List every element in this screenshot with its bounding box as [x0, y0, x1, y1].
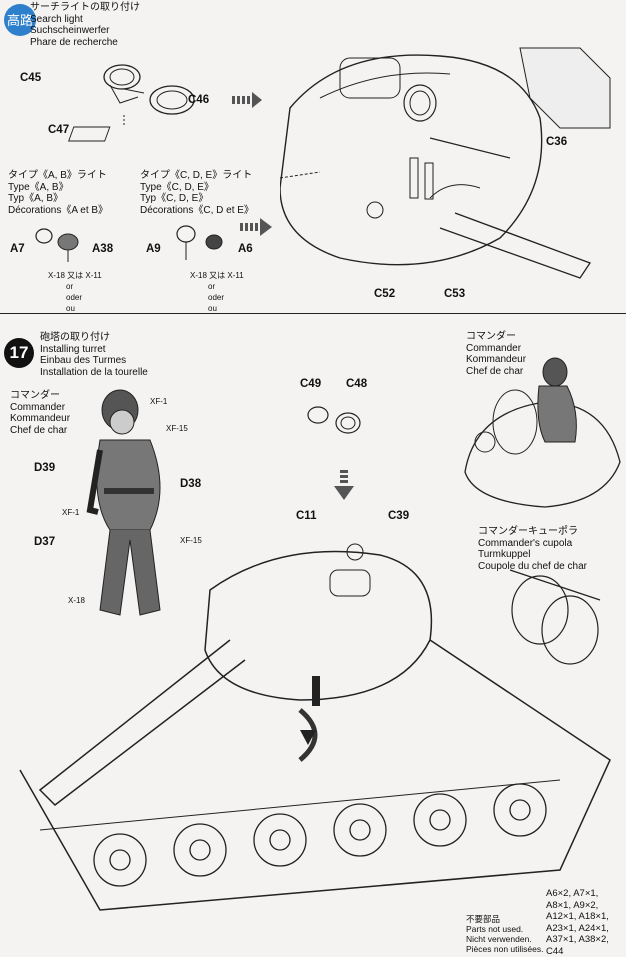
part-c47: C47 — [48, 124, 70, 136]
paint-xf1-mid: XF-1 — [62, 508, 80, 517]
step-divider — [0, 313, 626, 314]
part-c39: C39 — [388, 510, 410, 522]
turret-searchlight-drawing — [280, 47, 611, 279]
paint-cde: X-18 又は X-11 or oder ou — [190, 271, 244, 313]
dotted-arrow-icon — [232, 92, 262, 108]
step17-title: 砲塔の取り付け Installing turret Einbau des Tur… — [40, 332, 148, 378]
part-a6: A6 — [238, 243, 253, 255]
part-c53: C53 — [444, 288, 466, 300]
part-a7: A7 — [10, 243, 25, 255]
tank-assembly-drawing — [19, 543, 611, 911]
light-ab-drawing — [35, 228, 79, 262]
part-a38: A38 — [92, 243, 114, 255]
part-a9: A9 — [146, 243, 161, 255]
part-c48: C48 — [346, 378, 368, 390]
site-logo: 高路 — [0, 0, 44, 40]
type-cde-label: タイプ《C, D, E》ライト Type《C, D, E》 Typ《C, D, … — [140, 170, 254, 216]
part-c46: C46 — [188, 94, 210, 106]
commander-label-right: コマンダー Commander Kommandeur Chef de char — [466, 331, 527, 377]
dotted-down-arrow-icon — [334, 470, 354, 500]
part-c52: C52 — [374, 288, 396, 300]
dotted-arrow-icon — [240, 218, 272, 236]
parts-not-used-label: 不要部品 Parts not used. Nicht verwenden. Pi… — [466, 914, 544, 954]
commander-figure-drawing — [86, 389, 161, 616]
type-ab-label: タイプ《A, B》ライト Type《A, B》 Typ《A, B》 Décora… — [8, 170, 109, 216]
part-c45: C45 — [20, 72, 42, 84]
part-c49: C49 — [300, 378, 322, 390]
part-c11: C11 — [296, 510, 317, 522]
cupola-label: コマンダーキューポラ Commander's cupola Turmkuppel… — [478, 526, 587, 572]
parts-not-used-list: A6×2, A7×1, A8×1, A9×2, A12×1, A18×1, A2… — [546, 888, 609, 957]
part-d39: D39 — [34, 462, 56, 474]
paint-xf1-top: XF-1 — [150, 397, 168, 406]
part-c36: C36 — [546, 136, 568, 148]
paint-x18: X-18 — [68, 596, 85, 605]
cupola-commander-drawing — [464, 357, 621, 508]
step-number-badge: 17 — [4, 338, 34, 368]
step16-title: サーチライトの取り付け Search light Suchscheinwerfe… — [30, 2, 140, 48]
logo-text: 高路 — [7, 13, 33, 29]
part-d38: D38 — [180, 478, 202, 490]
commander-label: コマンダー Commander Kommandeur Chef de char — [10, 390, 71, 436]
part-d37: D37 — [34, 536, 56, 548]
paint-ab: X-18 又は X-11 or oder ou — [48, 271, 102, 313]
cupola-parts-drawing — [307, 406, 361, 434]
light-cde-drawing — [176, 225, 223, 260]
searchlight-subassembly-drawing — [68, 64, 195, 142]
paint-xf15-top: XF-15 — [166, 424, 188, 433]
paint-xf15-mid: XF-15 — [180, 536, 202, 545]
